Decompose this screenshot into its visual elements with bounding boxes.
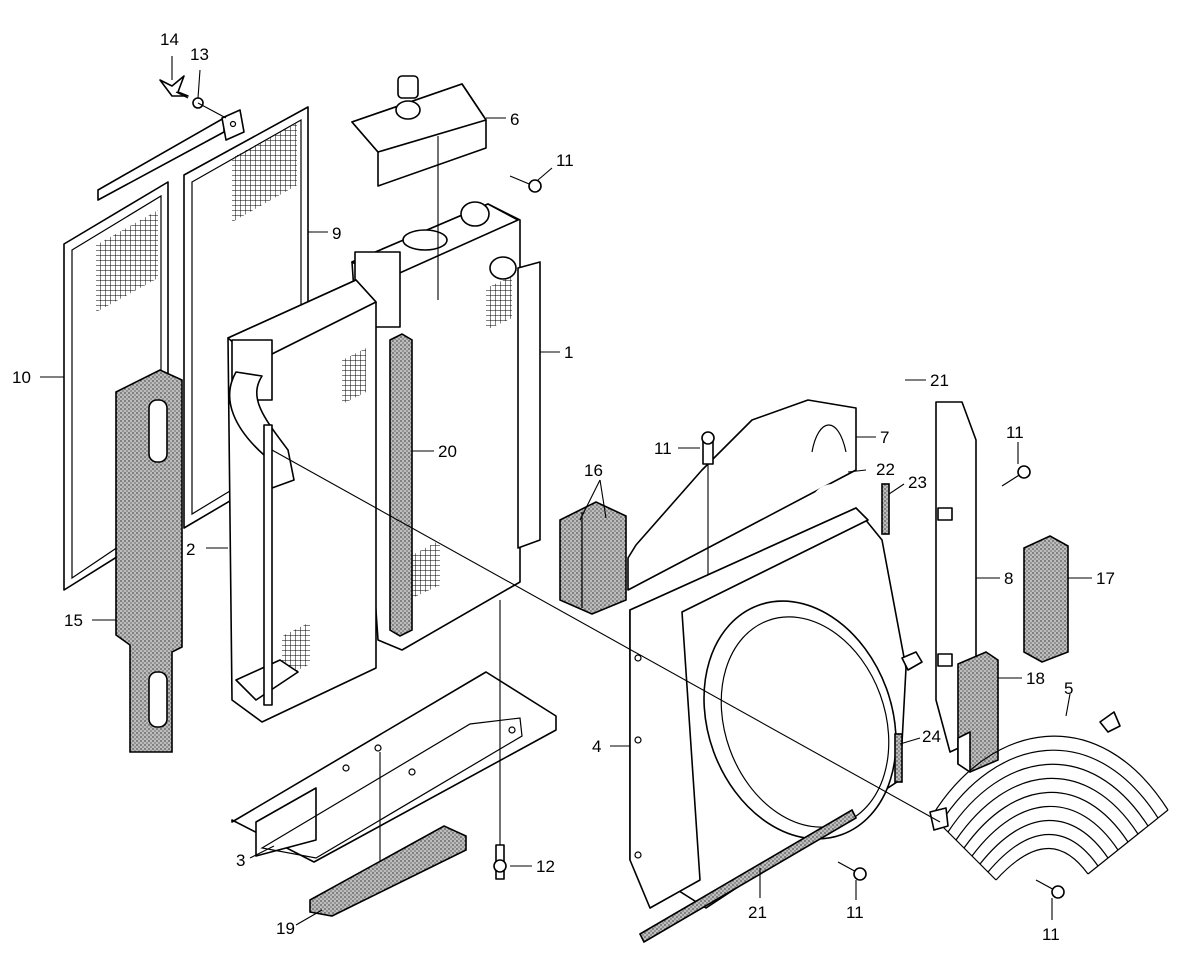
callout-11-side: 11	[1006, 423, 1024, 442]
callout-3: 3	[236, 851, 245, 870]
wing-bolt-part-14	[159, 75, 189, 99]
callout-1: 1	[564, 343, 573, 362]
leader-lines	[40, 56, 1092, 926]
seal-part-24	[894, 733, 903, 783]
callout-9: 9	[332, 224, 341, 243]
wing-bolt-axis	[197, 102, 227, 119]
callout-6: 6	[510, 110, 519, 129]
oil-cooler-part-2	[227, 279, 377, 723]
callout-10: 10	[12, 368, 31, 387]
bolt-part-11-shroud	[701, 431, 715, 465]
callout-13: 13	[190, 45, 209, 64]
callout-21-top: 21	[930, 371, 949, 390]
callout-11-guard: 11	[1042, 925, 1060, 944]
foam-strip-part-15	[115, 369, 183, 753]
bolt-part-11-upper	[509, 175, 542, 193]
callout-20: 20	[438, 442, 457, 461]
bolt-part-12	[493, 844, 507, 880]
foam-block-part-18	[957, 651, 999, 773]
callout-17: 17	[1096, 569, 1115, 588]
seal-part-23	[881, 483, 890, 535]
callout-11-shroud: 11	[654, 439, 672, 458]
callout-19: 19	[276, 919, 295, 938]
fan-guard-part-5	[929, 711, 1169, 881]
callout-15: 15	[64, 611, 83, 630]
callout-14: 14	[160, 30, 179, 49]
seal-strip-part-21-top	[779, 366, 913, 471]
callout-4: 4	[592, 737, 601, 756]
foam-pad-part-19	[309, 825, 467, 917]
callout-21-bottom: 21	[748, 903, 767, 922]
bolt-part-11-side	[1001, 465, 1031, 487]
callout-11-bottom: 11	[846, 903, 864, 922]
fan-shroud-part-4	[629, 507, 923, 909]
callout-16: 16	[584, 461, 603, 480]
callout-24: 24	[922, 727, 941, 746]
callout-8: 8	[1004, 569, 1013, 588]
center-axis-line	[271, 449, 941, 823]
base-plate-part-3	[231, 671, 557, 863]
callout-2: 2	[186, 540, 195, 559]
foam-seal-part-20	[389, 333, 413, 637]
callout-12: 12	[536, 857, 555, 876]
callout-22: 22	[876, 460, 895, 479]
bracket-part-6	[351, 75, 487, 187]
callout-5: 5	[1064, 679, 1073, 698]
foam-block-part-17	[1023, 535, 1069, 663]
rubber-strip-part-21-bottom	[638, 808, 858, 944]
radiator-part-1	[351, 201, 541, 651]
foam-block-part-16	[559, 501, 627, 615]
cover-plate-part-7	[627, 399, 857, 591]
callout-18: 18	[1026, 669, 1045, 688]
callout-11-upper: 11	[556, 151, 574, 170]
callout-7: 7	[880, 428, 889, 447]
hose-part-22	[808, 484, 852, 519]
bolt-part-11-bottom	[837, 861, 867, 881]
bolt-part-11-guard	[1035, 879, 1065, 899]
callout-23: 23	[908, 473, 927, 492]
